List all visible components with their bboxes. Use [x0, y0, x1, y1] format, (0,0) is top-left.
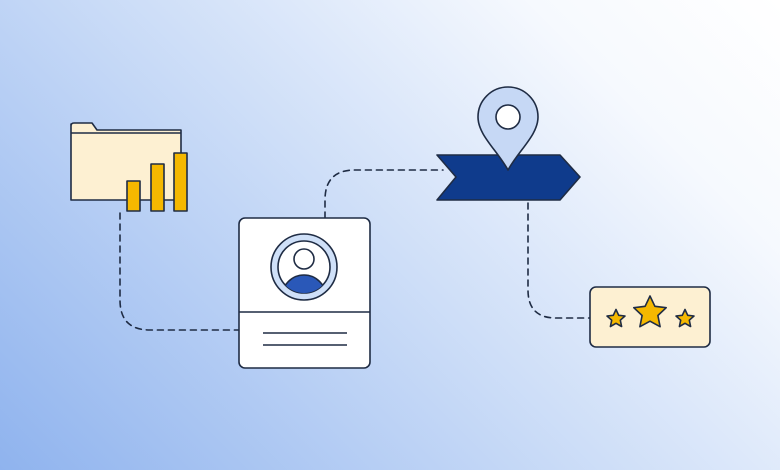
chart-bar-1 — [126, 180, 141, 212]
chart-bar-2 — [150, 163, 165, 212]
avatar-head — [293, 248, 315, 270]
profile-card-icon — [238, 217, 371, 369]
connector-folder-to-card — [119, 212, 240, 331]
star-large-center — [632, 295, 668, 328]
location-pin-icon — [477, 86, 539, 171]
connector-card-to-flag — [324, 169, 444, 219]
rating-stars-icon — [589, 286, 711, 348]
connector-lines — [119, 169, 591, 331]
chart-bar-3 — [173, 152, 188, 212]
star-small-left — [606, 308, 626, 328]
connector-flag-to-rating — [527, 202, 591, 319]
direction-flag-icon — [436, 154, 581, 201]
star-small-right — [675, 308, 695, 328]
folder-chart-icon — [70, 122, 188, 212]
pin-hole — [495, 104, 521, 130]
avatar-body — [281, 274, 327, 293]
flag-ribbon — [436, 154, 581, 201]
